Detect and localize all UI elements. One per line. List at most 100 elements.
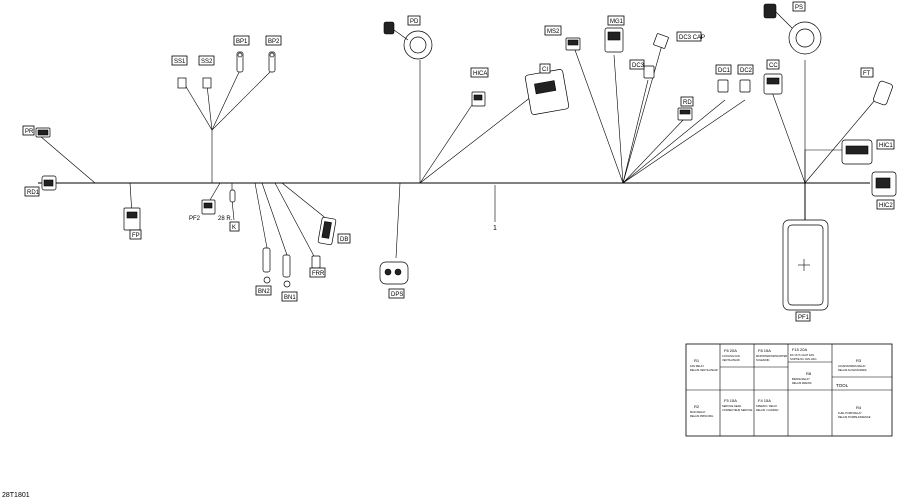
label-ss1: SS1 (171, 55, 188, 66)
cell-f5: F5 15A SERVICE HEAD CONNECTEUR SERVICE (722, 398, 753, 412)
svg-text:FUEL PUMP RELAY: FUEL PUMP RELAY (838, 411, 862, 415)
svg-text:BP1: BP1 (236, 39, 248, 45)
label-fp: FP (129, 229, 142, 240)
connector-rd1 (41, 175, 57, 191)
label-hic2: HIC2 (876, 199, 895, 210)
svg-text:SS1: SS1 (174, 59, 186, 65)
connector-ft (873, 80, 893, 106)
label-ss2: SS2 (198, 55, 215, 66)
connector-pr (35, 127, 51, 138)
svg-text:DC3: DC3 (632, 63, 645, 69)
connector-ps (763, 3, 822, 55)
svg-text:DC3 CAP: DC3 CAP (679, 35, 705, 41)
connector-dc2 (739, 79, 751, 93)
svg-text:FAN RELAY: FAN RELAY (690, 364, 704, 368)
connector-hica (471, 91, 486, 107)
svg-text:28 R.: 28 R. (218, 216, 233, 222)
svg-text:R3: R3 (856, 358, 862, 363)
svg-text:BN1: BN1 (284, 295, 296, 301)
svg-text:F6 20A: F6 20A (724, 348, 737, 353)
fuse-box-pf1 (782, 219, 829, 311)
svg-text:PD: PD (410, 19, 419, 25)
svg-text:SPEEDO / RELAY: SPEEDO / RELAY (756, 404, 778, 408)
cell-r2: R2 MAIN RELAY RELAIS PRINCIPAL (690, 404, 714, 418)
svg-text:RELAIS ACCESSOIRES: RELAIS ACCESSOIRES (838, 368, 867, 372)
connector-ci (524, 69, 570, 115)
label-small1: 28 R. (218, 216, 233, 222)
label-dc3: DC3 (629, 59, 645, 70)
svg-text:DPS: DPS (391, 292, 403, 298)
svg-text:RD1: RD1 (27, 190, 40, 196)
connector-frr (311, 255, 321, 269)
connector-dps (379, 261, 409, 285)
label-dc3cap: DC3 CAP (676, 31, 705, 42)
label-bp1: BP1 (233, 35, 250, 46)
svg-text:RELAIS PRINCIPAL: RELAIS PRINCIPAL (690, 414, 714, 418)
svg-text:FT: FT (863, 71, 871, 77)
label-hica: HICA (470, 67, 489, 78)
label-bn1: BN1 (281, 291, 298, 302)
label-dc2: DC2 (737, 64, 754, 75)
svg-text:MFP/INTERIOR/STARTER: MFP/INTERIOR/STARTER (756, 354, 787, 358)
label-ps: PS (792, 1, 806, 12)
svg-text:R8: R8 (806, 371, 812, 376)
connector-dc3-cap (653, 33, 669, 49)
svg-text:FP: FP (132, 233, 140, 239)
svg-text:DB: DB (340, 237, 348, 243)
connector-dc1 (717, 79, 729, 93)
connector-rd (677, 107, 693, 121)
svg-text:ACCESSORIES RELAY: ACCESSORIES RELAY (838, 364, 866, 368)
svg-text:DC OUT LIGHT FAN: DC OUT LIGHT FAN (790, 353, 814, 357)
cell-r4: R4 FUEL PUMP RELAY RELAIS POMPE ESSENCE (838, 405, 871, 419)
connector-ss2 (202, 77, 212, 89)
svg-text:MAIN RELAY: MAIN RELAY (690, 410, 706, 414)
svg-text:F8 15A: F8 15A (758, 348, 771, 353)
svg-text:R2: R2 (694, 404, 700, 409)
svg-text:SERVICE HEAD: SERVICE HEAD (722, 404, 741, 408)
svg-text:F5 15A: F5 15A (724, 398, 737, 403)
label-pd: PD (407, 15, 421, 26)
terminal-bp1 (236, 51, 244, 73)
svg-text:MG1: MG1 (610, 19, 624, 25)
label-ft: FT (860, 67, 874, 78)
svg-text:SS2: SS2 (201, 59, 213, 65)
svg-text:BN2: BN2 (258, 289, 270, 295)
svg-text:RELAIS POMPE ESSENCE: RELAIS POMPE ESSENCE (838, 415, 871, 419)
label-dc1: DC1 (715, 64, 732, 75)
harness-trunk (38, 182, 870, 222)
label-dps: DPS (388, 288, 405, 299)
svg-text:CC: CC (769, 63, 778, 69)
label-ci: CI (539, 63, 551, 74)
cell-tool: TOOL (836, 383, 849, 388)
svg-text:BRAKE RELAY: BRAKE RELAY (792, 377, 810, 381)
label-pf1: PF1 (795, 311, 811, 322)
svg-text:PS: PS (795, 5, 803, 11)
cell-f4: F4 15A SPEEDO / RELAY RELAIS / CADRAN (756, 398, 778, 412)
label-bp2: BP2 (265, 35, 282, 46)
svg-text:SORTIE DC CML HKG: SORTIE DC CML HKG (790, 357, 817, 361)
svg-text:RD: RD (683, 100, 692, 106)
terminal-bp2 (268, 51, 276, 73)
connector-ss1 (177, 77, 187, 89)
svg-text:COOLING FAN: COOLING FAN (722, 354, 740, 358)
svg-text:CI: CI (542, 67, 548, 73)
label-pr: PR (22, 125, 35, 136)
connector-db (317, 216, 337, 246)
svg-text:TOOL: TOOL (836, 383, 849, 388)
callout-1: 1 (493, 225, 497, 232)
label-ms2: MS2 (544, 25, 562, 36)
svg-text:K: K (232, 225, 236, 231)
connector-cc (763, 73, 783, 95)
label-bn2: BN2 (255, 285, 272, 296)
label-small2: K (229, 221, 240, 232)
document-id: 28T1801 (2, 492, 30, 499)
svg-text:PR: PR (25, 129, 34, 135)
terminal-small (229, 189, 236, 203)
label-mg1: MG1 (607, 15, 625, 26)
connector-ms2 (565, 37, 581, 51)
svg-text:VENTILATEUR: VENTILATEUR (722, 358, 740, 362)
label-hic1: HIC1 (876, 139, 895, 150)
terminal-bn2 (262, 247, 271, 284)
svg-text:RELAIS / CADRAN: RELAIS / CADRAN (756, 408, 778, 412)
